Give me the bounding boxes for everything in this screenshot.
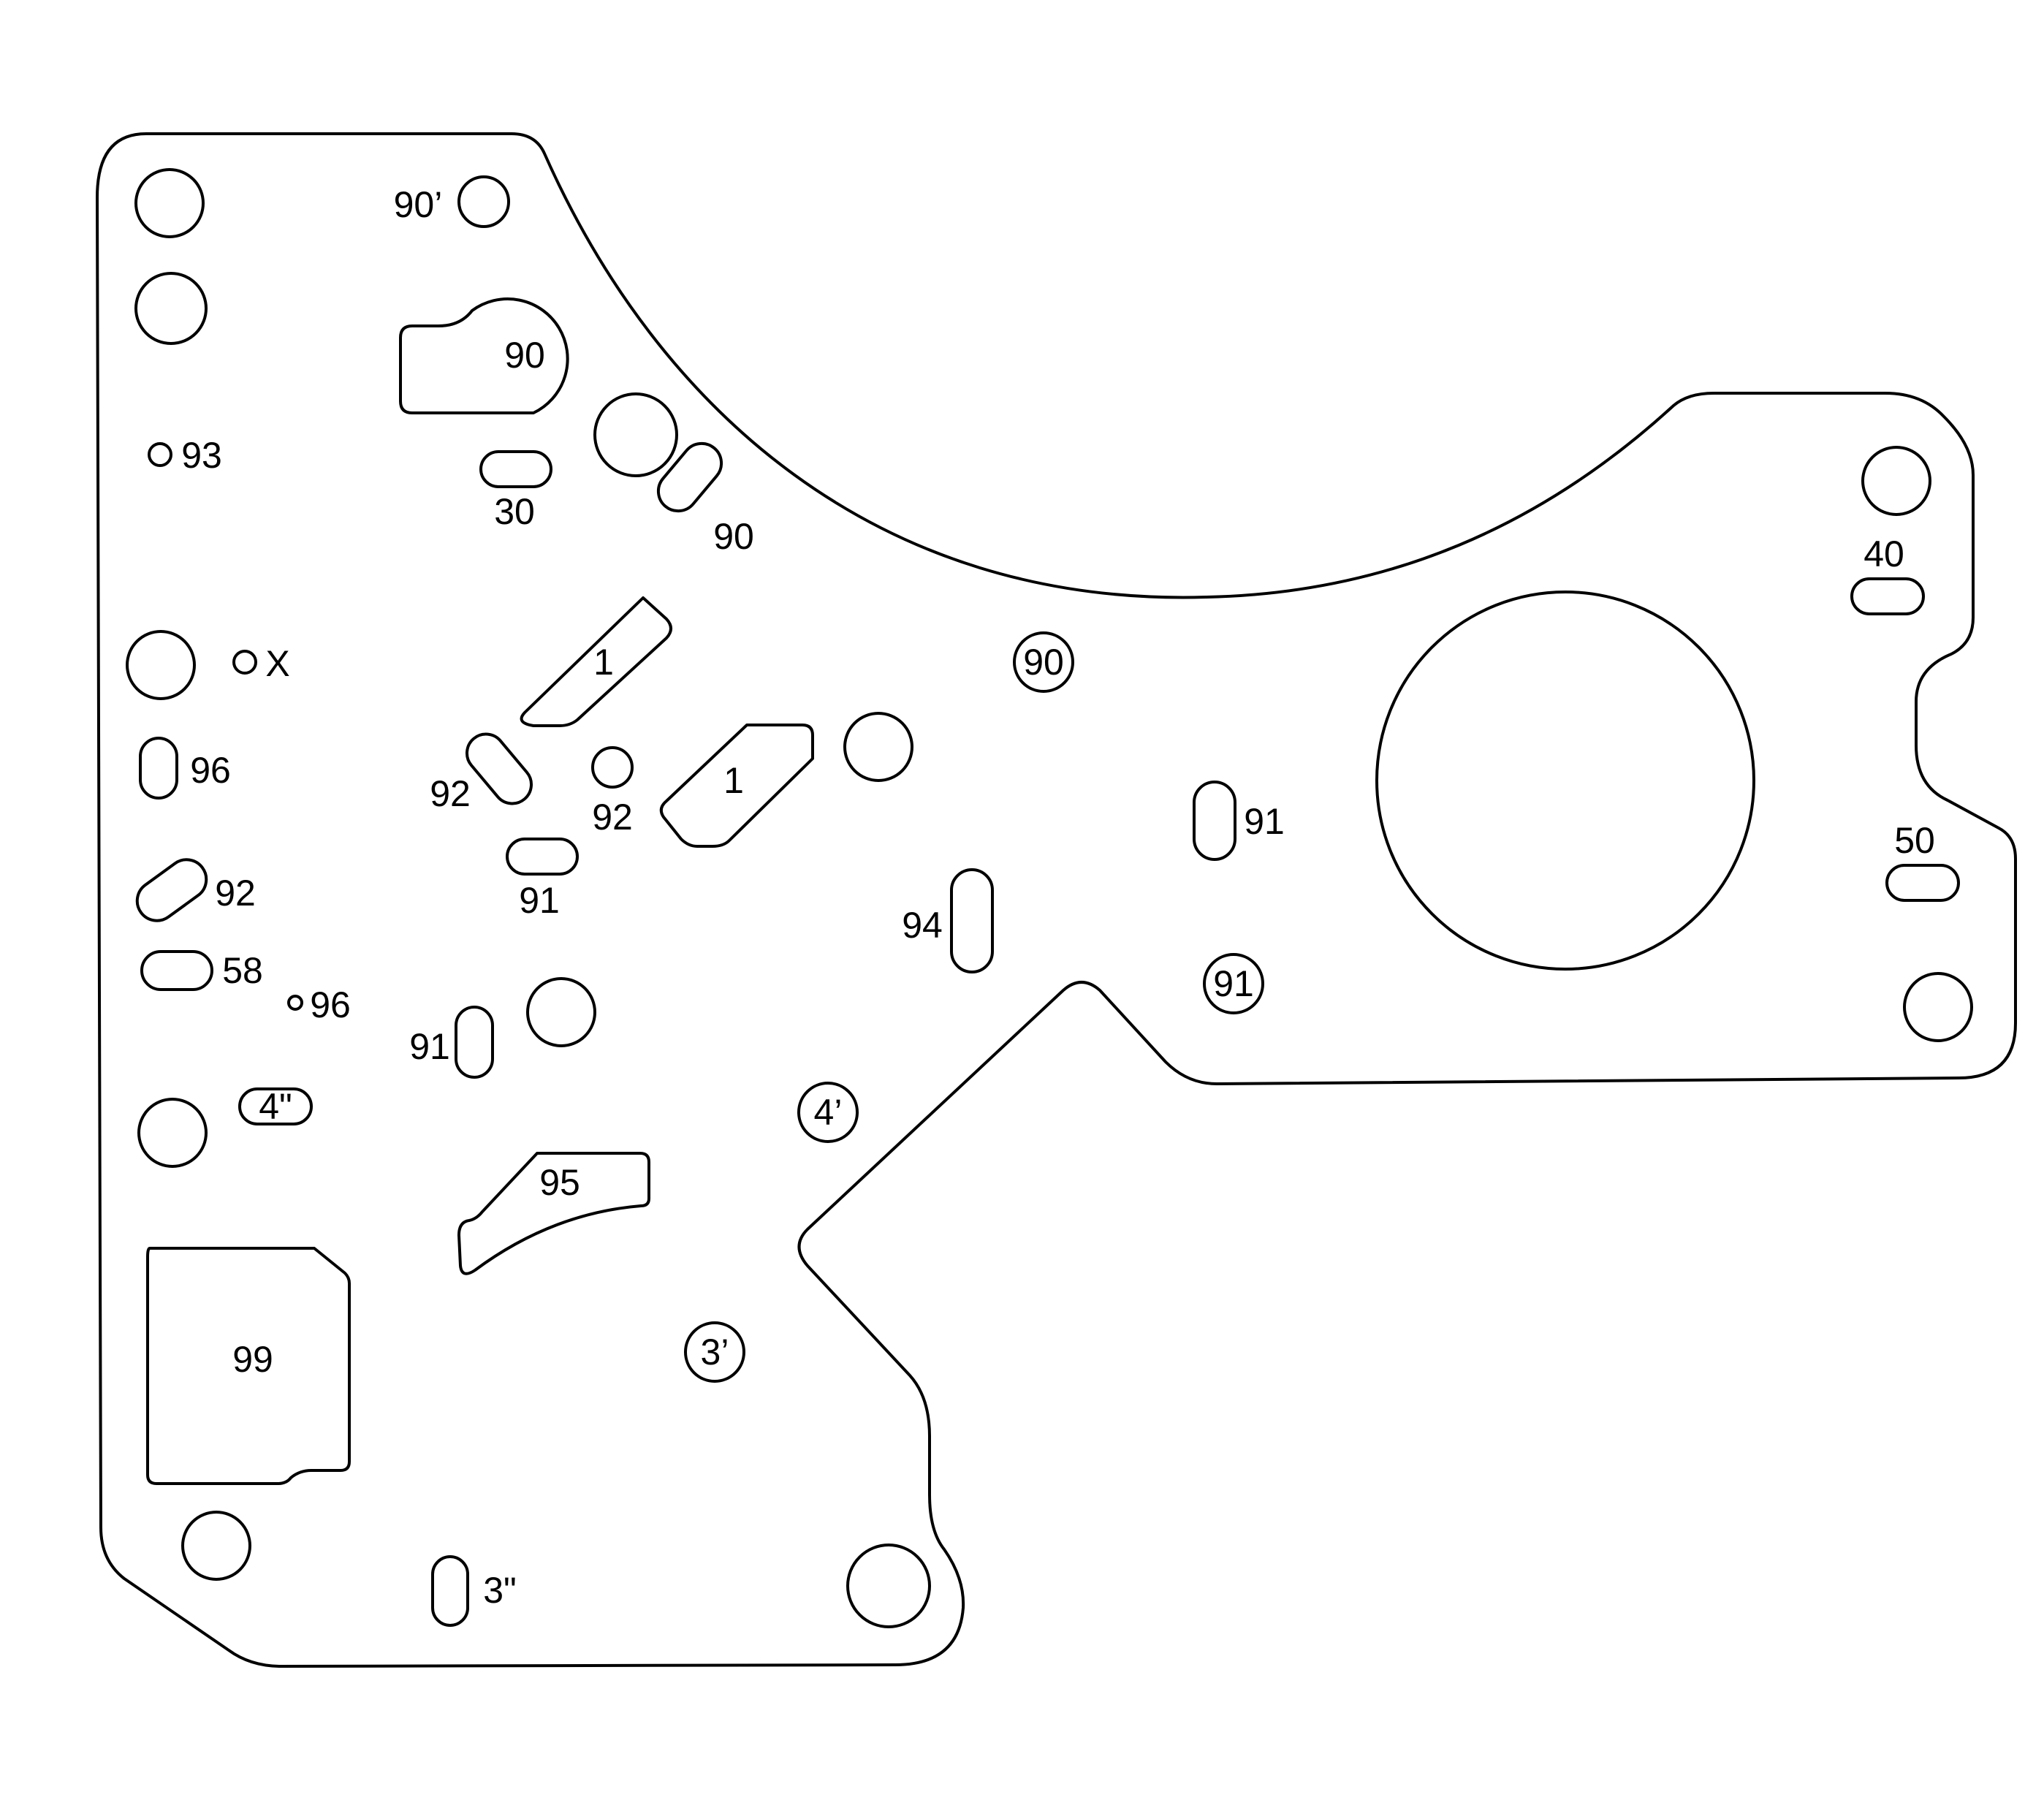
bolt-hole [134,168,205,238]
slot-91-vertical-right [1193,781,1236,861]
label-30: 30 [494,491,535,532]
circled-label-90 [1013,631,1074,693]
circled-label-91 [1203,953,1264,1014]
label-93: 93 [181,435,222,476]
circled-label-4-prime [797,1082,859,1143]
slot-4-double-prime [238,1087,313,1125]
label-96-slot: 96 [190,750,231,791]
label-1-lower: 1 [723,760,744,801]
label-x: X [265,643,289,684]
passage-96-small [287,995,303,1011]
bolt-hole [843,712,913,782]
label-95: 95 [539,1162,580,1203]
bolt-hole [1861,446,1931,516]
label-3-prime-circled: 3’ [701,1332,729,1373]
slot-92-left [135,858,208,922]
label-91-horizontal: 91 [519,880,560,921]
label-3-double-prime: 3" [483,1570,517,1611]
label-90-keyhole: 90 [504,335,545,376]
opening-1-upper [520,596,672,727]
slot-58 [140,950,213,991]
slot-91-vertical-left [455,1006,494,1079]
slot-91-horizontal [506,838,579,876]
circled-label-3-prime [684,1321,745,1383]
slot-94 [950,868,994,973]
passage-93 [148,442,172,467]
passage-92-round [591,746,634,789]
slot-3-double-prime [431,1555,469,1627]
label-92-center-slot: 92 [430,773,471,814]
slot-90 [656,441,723,513]
label-1-upper: 1 [593,642,614,683]
label-91-circled: 91 [1213,963,1254,1004]
label-58: 58 [222,950,263,991]
large-bore-opening [1375,591,1755,971]
bolt-hole [846,1544,931,1628]
label-90-prime: 90’ [394,184,443,225]
label-91-vertical-right: 91 [1244,801,1285,842]
label-94: 94 [902,905,943,946]
label-90-slot: 90 [713,516,754,557]
slot-92-center [466,732,533,805]
plate-outline [96,132,2017,1668]
bolt-hole [181,1511,251,1581]
opening-95 [457,1152,650,1275]
label-4-double-prime: 4" [259,1086,292,1127]
passage-90-prime [457,175,510,228]
opening-90-keyhole [399,297,569,414]
label-90-circled: 90 [1023,642,1064,683]
slot-40 [1850,577,1925,615]
label-40: 40 [1863,534,1904,574]
bolt-hole [134,272,208,345]
bolt-hole [593,392,678,477]
bolt-hole [1903,972,1973,1042]
label-99: 99 [232,1339,273,1380]
label-92-round: 92 [592,797,633,838]
label-4-prime-circled: 4’ [814,1092,843,1133]
opening-99 [146,1247,351,1485]
slot-30 [479,450,552,488]
label-92-left-slot: 92 [215,873,256,914]
bolt-hole [526,977,596,1047]
bolt-hole [137,1098,208,1168]
label-50: 50 [1894,820,1935,861]
opening-1-lower [659,724,814,848]
slot-50 [1885,864,1960,902]
bolt-hole [126,630,196,700]
slot-96 [139,737,178,800]
passage-x [232,650,257,675]
label-96-small: 96 [310,984,351,1025]
label-91-vertical-left: 91 [409,1026,450,1067]
